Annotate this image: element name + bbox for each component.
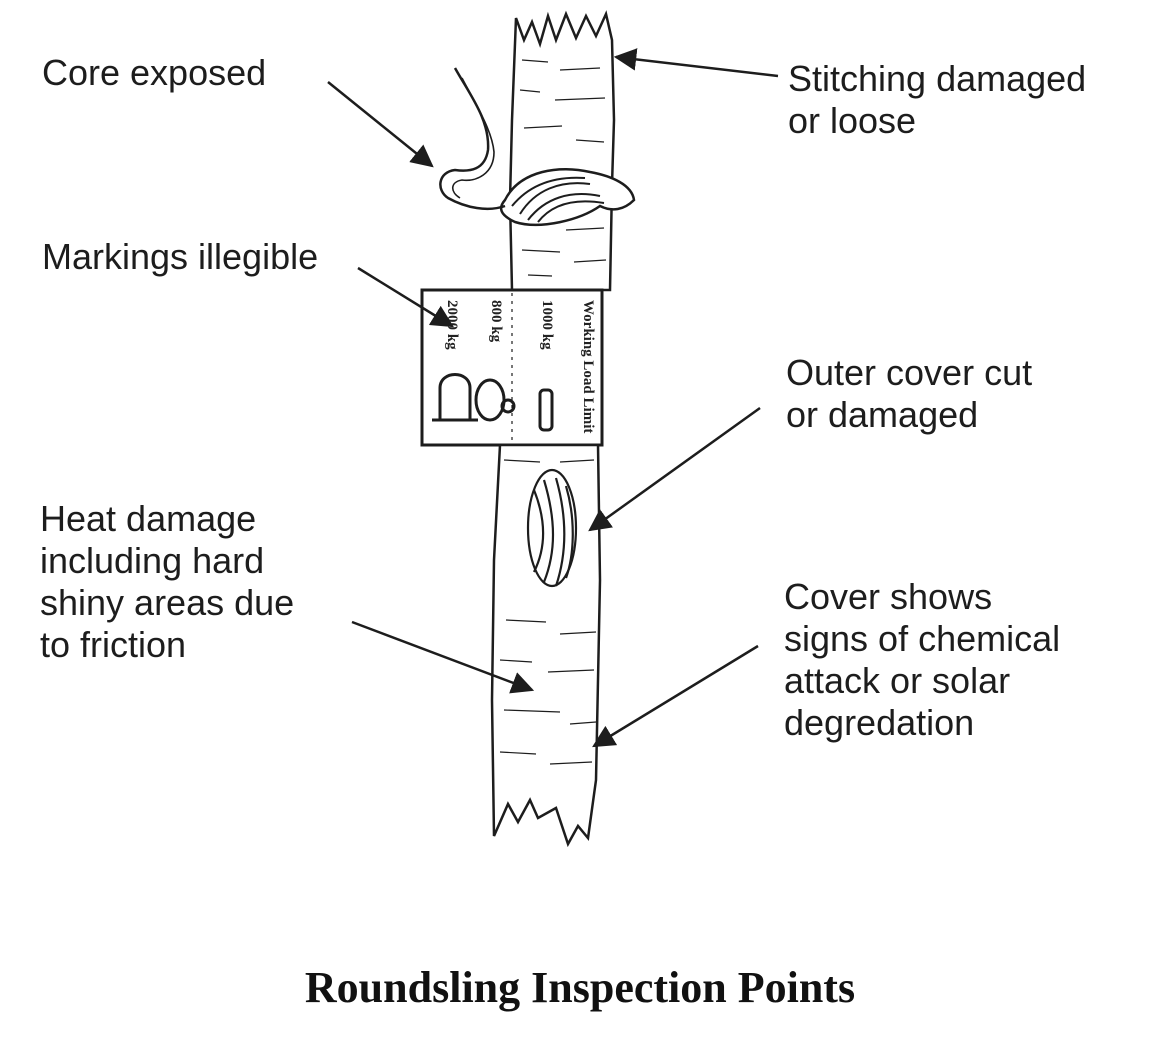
callout-chemical: Cover shows signs of chemical attack or …: [784, 576, 1061, 743]
sling-upper-segment: [508, 10, 616, 292]
callout-arrows: [327, 48, 779, 748]
arrow-core-exposed: [327, 81, 434, 168]
shackle-icon: [432, 373, 478, 422]
tag-row-2: 800 kg: [488, 300, 504, 343]
callout-stitching: Stitching damaged or loose: [788, 58, 1087, 141]
callout-core-exposed: Core exposed: [42, 52, 267, 93]
callout-outer-cover: Outer cover cut or damaged: [786, 352, 1033, 435]
sling-icon: [538, 388, 554, 432]
arrow-outer-cover: [588, 406, 761, 532]
tag-row-1: 1000 kg: [539, 300, 555, 350]
callout-markings: Markings illegible: [42, 236, 319, 277]
tag-heading: Working Load Limit: [580, 300, 596, 433]
cut-damage-area: [526, 468, 578, 588]
arrow-stitching: [613, 48, 779, 78]
load-limit-tag: Working Load Limit 1000 kg 800 kg 2000 k…: [420, 288, 604, 447]
arrow-markings: [357, 266, 454, 328]
callout-heat-damage: Heat damage including hard shiny areas d…: [40, 498, 295, 665]
exposed-core: [439, 67, 636, 227]
diagram-title: Roundsling Inspection Points: [304, 963, 856, 1012]
hook-icon: [474, 378, 516, 422]
arrow-chemical: [592, 644, 759, 748]
arrow-heat-damage: [351, 620, 535, 694]
sling-lower-segment: [490, 443, 602, 848]
